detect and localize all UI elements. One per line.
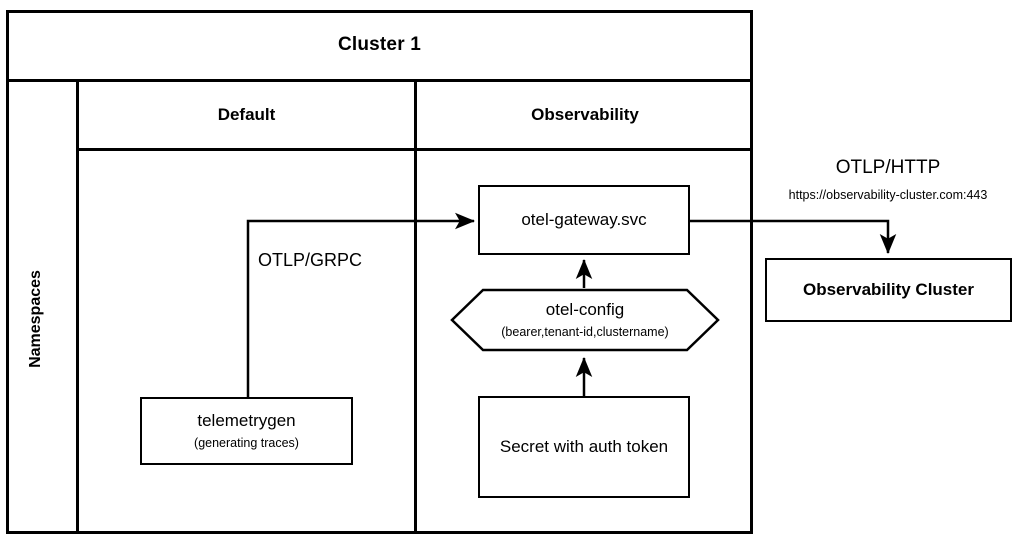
node-otel-gateway-label: otel-gateway.svc: [521, 210, 647, 229]
namespace-header-default: Default: [217, 105, 276, 124]
node-telemetrygen-sublabel: (generating traces): [194, 436, 299, 450]
namespaces-column-divider: [76, 79, 79, 534]
hexagon-shape: [450, 288, 720, 352]
node-secret-with-auth-token[interactable]: Secret with auth token: [478, 396, 690, 498]
edge-label-otlp-grpc: OTLP/GRPC: [258, 250, 363, 270]
cluster-title: Cluster 1: [337, 33, 422, 55]
node-otel-gateway[interactable]: otel-gateway.svc: [478, 185, 690, 255]
edge-label-otlp-http-url: https://observability-cluster.com:443: [788, 188, 988, 202]
cluster-frame: [6, 10, 753, 534]
node-telemetrygen[interactable]: telemetrygen (generating traces): [140, 397, 353, 465]
namespace-header-observability: Observability: [531, 105, 639, 124]
node-otel-config[interactable]: otel-config (bearer,tenant-id,clusternam…: [450, 288, 720, 352]
namespaces-axis-label: Namespaces: [27, 270, 44, 368]
node-observability-cluster-label: Observability Cluster: [802, 280, 974, 299]
node-observability-cluster[interactable]: Observability Cluster: [765, 258, 1012, 322]
edge-label-otlp-http: OTLP/HTTP: [835, 157, 941, 178]
cluster-header-divider: [6, 79, 753, 82]
node-secret-label: Secret with auth token: [499, 437, 669, 456]
node-telemetrygen-label: telemetrygen: [197, 411, 296, 430]
